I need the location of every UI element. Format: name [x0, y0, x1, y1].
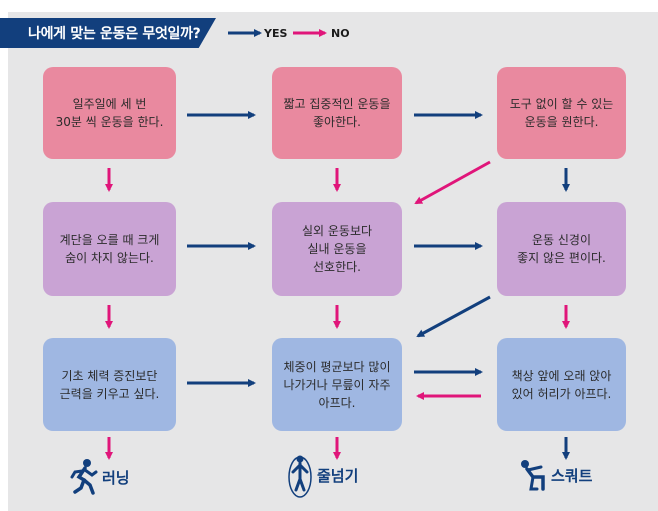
- title-banner: 나에게 맞는 운동은 무엇일까?: [0, 18, 216, 48]
- box-text: 실외 운동보다 실내 운동을 선호한다.: [301, 224, 373, 274]
- result-squat: 스쿼트: [517, 457, 592, 493]
- question-stairs: 계단을 오를 때 크게 숨이 차지 않는다.: [43, 202, 176, 296]
- result-jumprope-label: 줄넘기: [317, 466, 359, 485]
- result-jumprope: 줄넘기: [287, 452, 358, 498]
- box-text: 짧고 집중적인 운동을 좋아한다.: [283, 97, 391, 129]
- box-text: 체중이 평균보다 많이 나가거나 무릎이 자주 아프다.: [283, 359, 391, 410]
- result-running-label: 러닝: [102, 468, 130, 487]
- question-no-equipment: 도구 없이 할 수 있는 운동을 원한다.: [497, 67, 626, 159]
- question-short-intense: 짧고 집중적인 운동을 좋아한다.: [272, 67, 402, 159]
- page-title: 나에게 맞는 운동은 무엇일까?: [28, 26, 201, 42]
- question-indoor: 실외 운동보다 실내 운동을 선호한다.: [272, 202, 402, 296]
- box-text: 책상 앞에 오래 앉아 있어 허리가 아프다.: [511, 368, 612, 401]
- box-text: 도구 없이 할 수 있는 운동을 원한다.: [509, 97, 614, 129]
- question-strength: 기초 체력 증진보단 근력을 키우고 싶다.: [43, 338, 176, 431]
- legend-no-label: NO: [331, 27, 350, 40]
- box-text: 일주일에 세 번 30분 씩 운동을 한다.: [55, 97, 164, 129]
- result-running: 러닝: [68, 458, 130, 496]
- result-squat-label: 스쿼트: [551, 466, 593, 485]
- question-weekly-exercise: 일주일에 세 번 30분 씩 운동을 한다.: [43, 67, 176, 159]
- question-motor-skills: 운동 신경이 좋지 않은 편이다.: [497, 202, 626, 296]
- box-text: 운동 신경이 좋지 않은 편이다.: [517, 233, 606, 265]
- runner-icon: [70, 459, 98, 495]
- box-text: 기초 체력 증진보단 근력을 키우고 싶다.: [59, 368, 160, 401]
- jump-rope-icon: [288, 455, 312, 498]
- legend-yes-label: YES: [264, 27, 288, 40]
- question-weight-knee: 체중이 평균보다 많이 나가거나 무릎이 자주 아프다.: [272, 338, 402, 431]
- arrow-yes: [416, 295, 491, 338]
- question-back-pain: 책상 앞에 오래 앉아 있어 허리가 아프다.: [497, 338, 626, 431]
- arrow-no: [414, 160, 491, 205]
- box-text: 계단을 오를 때 크게 숨이 차지 않는다.: [59, 233, 160, 265]
- squat-icon: [521, 460, 545, 491]
